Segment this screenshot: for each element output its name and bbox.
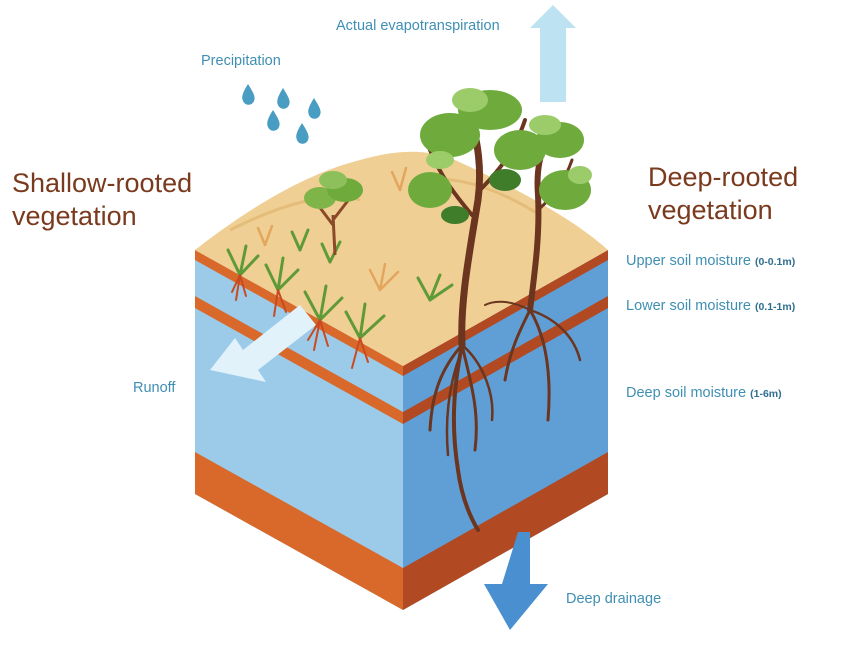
actual-evapotranspiration-label: Actual evapotranspiration (336, 18, 500, 34)
precipitation-label: Precipitation (201, 53, 281, 69)
lower-soil-moisture-text: Lower soil moisture (626, 298, 751, 314)
upper-soil-depth: (0-0.1m) (754, 256, 796, 268)
deep-soil-moisture-text: Deep soil moisture (626, 385, 747, 401)
runoff-label: Runoff (133, 380, 176, 396)
rain-drops-icon (242, 84, 321, 144)
soil-block-front-face (195, 250, 403, 610)
small-shrub (304, 171, 363, 256)
shallow-rooted-title: Shallow-rooted vegetation (12, 167, 192, 233)
deep-rooted-title-line1: Deep-rooted (648, 162, 799, 192)
lower-soil-moisture-label: Lower soil moisture (0.1-1m) (626, 298, 795, 314)
shallow-rooted-title-line1: Shallow-rooted (12, 168, 193, 198)
deep-drainage-label: Deep drainage (566, 591, 662, 607)
runoff-arrow (210, 305, 316, 382)
deep-soil-moisture-label: Deep soil moisture (1-6m) (626, 385, 782, 401)
upper-soil-moisture-label: Upper soil moisture (0-0.1m) (626, 253, 795, 269)
shallow-rooted-grasses (226, 166, 454, 369)
shallow-rooted-title-line2: vegetation (12, 201, 137, 231)
sand-surface (195, 151, 608, 366)
deep-soil-depth: (1-6m) (750, 388, 782, 400)
lower-soil-depth: (0.1-1m) (754, 301, 796, 313)
upper-soil-moisture-text: Upper soil moisture (626, 253, 751, 269)
deep-rooted-trees (408, 88, 592, 532)
deep-rooted-title-line2: vegetation (648, 195, 773, 225)
soil-block-side-face (403, 250, 608, 610)
deep-drainage-arrow (484, 532, 548, 630)
deep-rooted-title: Deep-rooted vegetation (648, 161, 798, 227)
evapotranspiration-arrow (530, 5, 576, 102)
